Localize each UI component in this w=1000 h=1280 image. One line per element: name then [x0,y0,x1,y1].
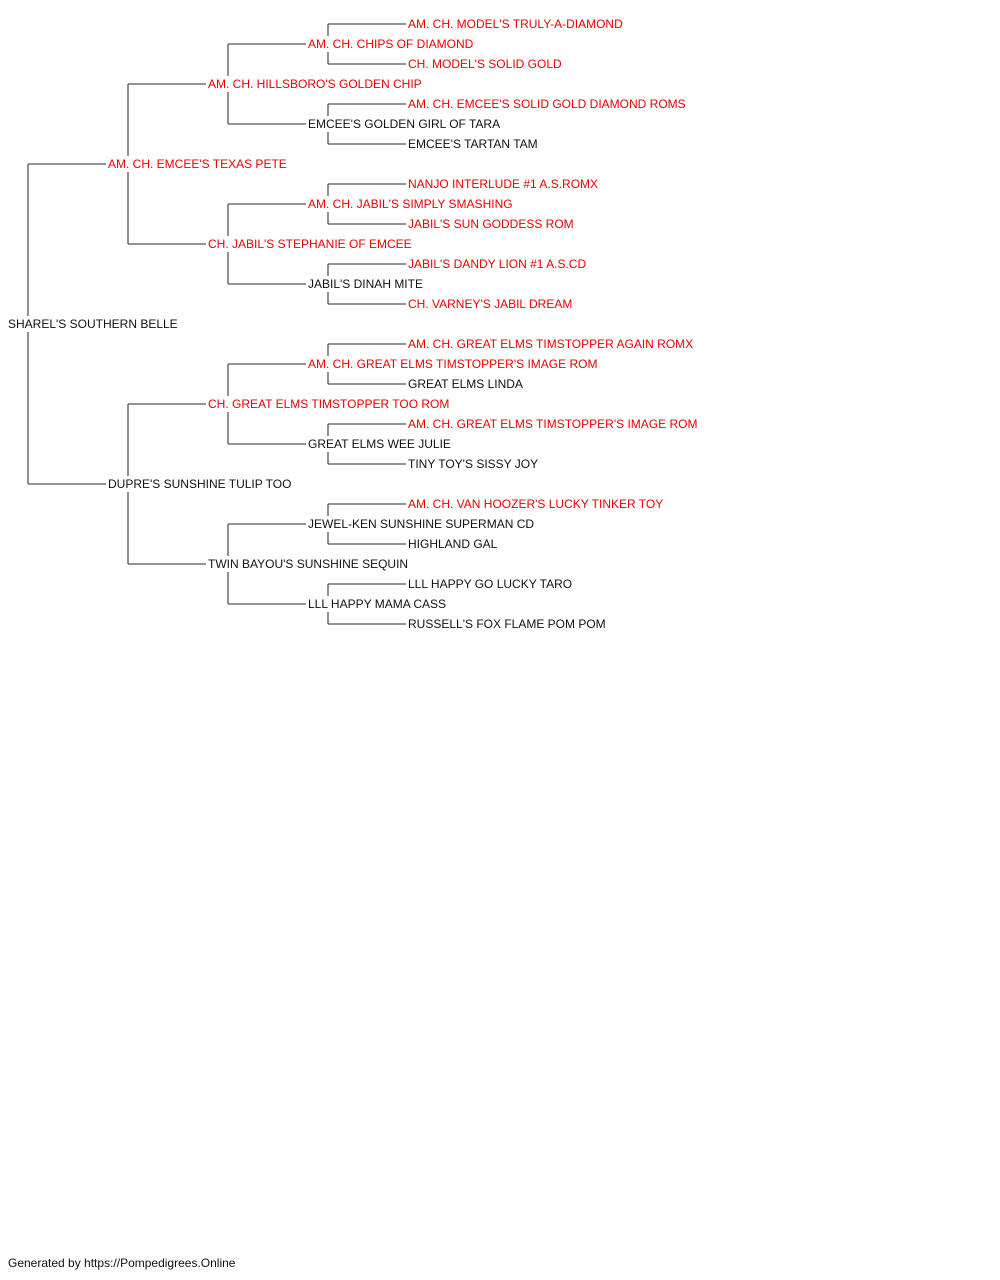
ancestor-name: JEWEL-KEN SUNSHINE SUPERMAN CD [308,517,534,531]
ancestor-name: EMCEE'S GOLDEN GIRL OF TARA [308,117,500,131]
connector-lines [27,23,406,625]
ancestor-name: RUSSELL'S FOX FLAME POM POM [408,617,606,631]
ancestor-name: NANJO INTERLUDE #1 A.S.ROMX [408,177,598,191]
ancestor-name: CH. JABIL'S STEPHANIE OF EMCEE [208,237,412,251]
ancestor-name: LLL HAPPY GO LUCKY TARO [408,577,572,591]
ancestor-name: HIGHLAND GAL [408,537,498,551]
ancestor-name: JABIL'S SUN GODDESS ROM [408,217,574,231]
ancestor-name: DUPRE'S SUNSHINE TULIP TOO [108,477,291,491]
ancestor-name: TWIN BAYOU'S SUNSHINE SEQUIN [208,557,408,571]
ancestor-name: CH. GREAT ELMS TIMSTOPPER TOO ROM [208,397,449,411]
ancestor-name: AM. CH. VAN HOOZER'S LUCKY TINKER TOY [408,497,663,511]
ancestor-name: AM. CH. CHIPS OF DIAMOND [308,37,474,51]
ancestor-name: CH. VARNEY'S JABIL DREAM [408,297,572,311]
ancestor-name: AM. CH. JABIL'S SIMPLY SMASHING [308,197,513,211]
ancestor-labels: SHAREL'S SOUTHERN BELLE AM. CH. EMCEE'S T… [8,17,697,631]
ancestor-name: GREAT ELMS LINDA [408,377,523,391]
ancestor-name: TINY TOY'S SISSY JOY [408,457,538,471]
ancestor-name: LLL HAPPY MAMA CASS [308,597,446,611]
generated-by-footer: Generated by https://Pompedigrees.Online [8,1256,236,1270]
ancestor-name: AM. CH. HILLSBORO'S GOLDEN CHIP [208,77,422,91]
ancestor-name: AM. CH. GREAT ELMS TIMSTOPPER'S IMAGE RO… [408,417,697,431]
ancestor-name: AM. CH. GREAT ELMS TIMSTOPPER AGAIN ROMX [408,337,693,351]
ancestor-name: EMCEE'S TARTAN TAM [408,137,538,151]
ancestor-name: AM. CH. GREAT ELMS TIMSTOPPER'S IMAGE RO… [308,357,597,371]
ancestor-name: AM. CH. MODEL'S TRULY-A-DIAMOND [408,17,623,31]
ancestor-name: CH. MODEL'S SOLID GOLD [408,57,562,71]
ancestor-name: AM. CH. EMCEE'S SOLID GOLD DIAMOND ROMS [408,97,686,111]
subject-name: SHAREL'S SOUTHERN BELLE [8,317,178,331]
ancestor-name: GREAT ELMS WEE JULIE [308,437,451,451]
ancestor-name: JABIL'S DANDY LION #1 A.S.CD [408,257,586,271]
ancestor-name: JABIL'S DINAH MITE [308,277,423,291]
ancestor-name: AM. CH. EMCEE'S TEXAS PETE [108,157,287,171]
